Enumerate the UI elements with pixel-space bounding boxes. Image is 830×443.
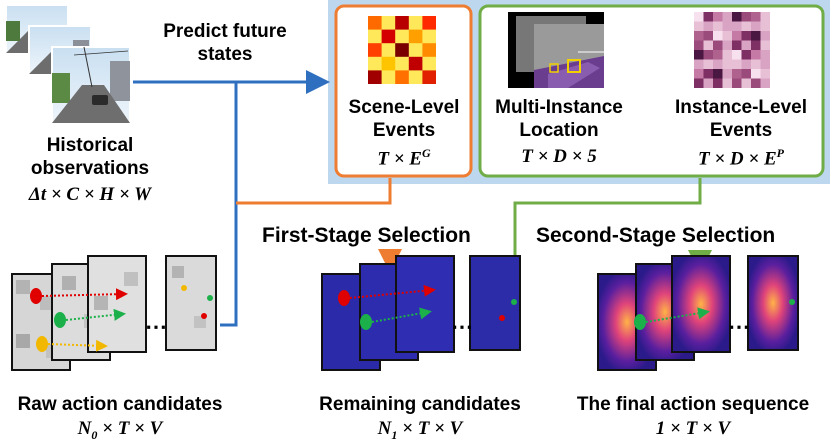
final-green-agent	[634, 314, 646, 330]
historical-formula: Δt × C × H × W	[28, 184, 152, 205]
scene-events-formula: T × EG	[377, 146, 431, 170]
remaining-label: Remaining candidates	[319, 394, 521, 415]
raw-candidate-frames	[11, 255, 217, 371]
remaining-green-agent	[360, 314, 372, 330]
scene-to-first-stage	[236, 178, 392, 205]
final-formula: 1 × T × V	[655, 418, 731, 439]
instance-events-label: Instance-Level Events	[675, 97, 807, 141]
raw-yellow-agent	[36, 336, 48, 352]
scene-events-label: Scene-Level Events	[348, 97, 460, 141]
remaining-candidate-frames	[321, 255, 521, 371]
multi-instance-image	[508, 12, 604, 88]
raw-red-agent	[30, 288, 42, 304]
second-stage-label: Second-Stage Selection	[536, 224, 776, 247]
raw-to-predict-connector	[220, 82, 238, 327]
remaining-frame-3	[395, 255, 455, 353]
final-label: The final action sequence	[576, 394, 810, 415]
final-frame-3	[671, 255, 731, 353]
multi-instance-formula: T × D × 5	[521, 146, 597, 167]
raw-frame-3	[87, 255, 147, 353]
raw-formula: N0 × T × V	[77, 418, 163, 442]
raw-frame-last	[165, 255, 217, 351]
raw-ellipsis: ⋯	[145, 314, 167, 339]
multi-instance-label: Multi-Instance Location	[495, 97, 623, 141]
final-action-frames	[597, 255, 799, 371]
remaining-red-agent	[338, 290, 350, 306]
instance-events-formula: T × D × EP	[698, 146, 784, 170]
historical-label: Historical observations	[30, 135, 150, 179]
first-stage-label: First-Stage Selection	[262, 224, 471, 247]
instance-heatmap	[694, 12, 770, 88]
raw-green-agent	[54, 312, 66, 328]
remaining-ellipsis: ⋯	[451, 314, 473, 339]
raw-label: Raw action candidates	[17, 394, 223, 415]
remaining-formula: N1 × T × V	[377, 418, 463, 442]
predict-label: Predict future states	[163, 21, 287, 65]
final-ellipsis: ⋯	[728, 314, 750, 339]
historical-frames	[5, 4, 131, 124]
scene-heatmap	[368, 16, 436, 84]
